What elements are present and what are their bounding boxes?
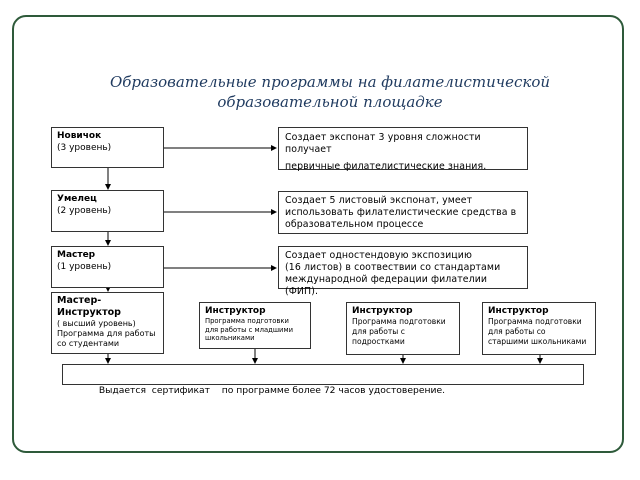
instructor-sub: для работы с	[352, 327, 405, 336]
instructor-sub: старшими школьниками	[488, 337, 587, 346]
instructor-sub: для работы со	[488, 327, 546, 336]
master-instructor-name-1: Мастер-	[57, 295, 102, 306]
instructor-sub: Программа подготовки	[488, 317, 582, 326]
description-line: международной федерации филателии (ФИП).	[285, 274, 488, 297]
description-box-novice: Создает экспонат 3 уровня сложности полу…	[278, 127, 528, 172]
title-line-1: Образовательные программы на филателисти…	[109, 73, 551, 91]
level-box-skilled: Умелец (2 уровень)	[51, 190, 164, 232]
instructor-name: Инструктор	[352, 306, 413, 316]
title-line-2: образовательной площадке	[217, 93, 443, 111]
description-line: (16 листов) в соотвествии со стандартами	[285, 262, 501, 273]
instructor-box-senior: Инструктор Программа подготовки для рабо…	[482, 302, 596, 355]
description-line: использовать филателистические средства …	[285, 207, 517, 218]
instructor-box-junior: Инструктор Программа подготовки для рабо…	[199, 302, 311, 349]
description-line: Создает 5 листовый экспонат, умеет	[285, 195, 473, 206]
level-sub: (3 уровень)	[57, 143, 112, 153]
level-box-master: Мастер (1 уровень)	[51, 246, 164, 288]
description-line: образовательном процессе	[285, 219, 424, 230]
instructor-name: Инструктор	[205, 306, 266, 316]
instructor-box-teen: Инструктор Программа подготовки для рабо…	[346, 302, 460, 355]
level-name: Мастер	[57, 250, 96, 260]
instructor-sub: подростками	[352, 337, 405, 346]
master-instructor-sub-2: Программа для работы	[57, 329, 156, 338]
instructor-name: Инструктор	[488, 306, 549, 316]
level-sub: (2 уровень)	[57, 206, 112, 216]
master-instructor-sub-3: со студентами	[57, 339, 120, 348]
instructor-sub: Программа подготовки	[352, 317, 446, 326]
level-box-master-instructor: Мастер- Инструктор ( высший уровень) Про…	[51, 292, 164, 354]
description-line: Создает экспонат 3 уровня сложности полу…	[285, 132, 481, 155]
description-box-skilled: Создает 5 листовый экспонат, умеет испол…	[278, 191, 528, 234]
description-box-master: Создает одностендовую экспозицию (16 лис…	[278, 246, 528, 297]
level-box-novice: Новичок (3 уровень)	[51, 127, 164, 168]
description-line: Создает одностендовую экспозицию	[285, 250, 472, 261]
instructor-sub: школьниками	[205, 334, 255, 342]
instructor-sub: Программа подготовки	[205, 317, 289, 325]
page-title: Образовательные программы на филателисти…	[60, 72, 600, 112]
instructor-sub: для работы с младшими	[205, 325, 294, 334]
level-sub: (1 уровень)	[57, 262, 112, 272]
master-instructor-sub-1: ( высший уровень)	[57, 319, 136, 328]
certificate-text: Выдается сертификат по программе более 7…	[98, 385, 446, 396]
master-instructor-name-2: Инструктор	[57, 307, 121, 318]
level-name: Умелец	[57, 194, 97, 204]
certificate-bar: Выдается сертификат по программе более 7…	[62, 364, 584, 396]
level-name: Новичок	[57, 131, 102, 141]
description-line: первичные филателистические знания.	[285, 161, 487, 172]
